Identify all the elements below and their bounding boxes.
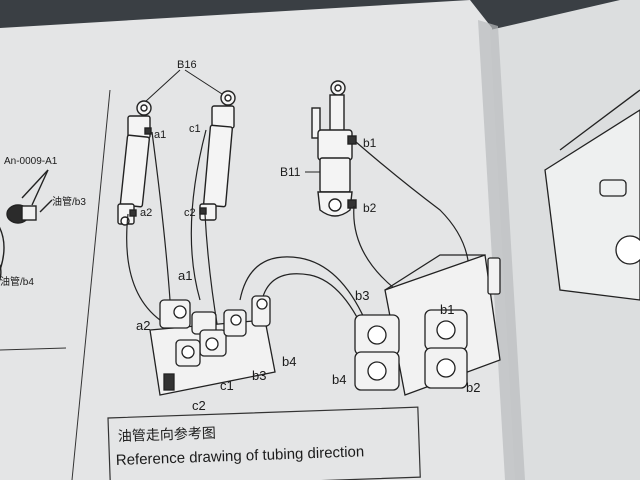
label-valve-c1: c1 [220,378,234,393]
label-valve-b4: b4 [282,354,296,369]
caption-box [107,406,421,480]
label-valve-a2: a2 [136,318,150,333]
label-cylinder-c1: c1 [189,123,201,135]
label-valve-b3: b3 [252,368,266,383]
spine-shadow [478,20,525,480]
cylinder-a [117,100,152,226]
caption-chinese: 油管走向参考图 [118,425,216,444]
cylinder-b [311,80,357,217]
label-cylinder-b1: b1 [363,136,377,150]
label-oil-pipe-b3: 油管/b3 [52,195,86,208]
label-cylinder-c2: c2 [184,207,196,219]
label-cylinder-a1: a1 [154,129,166,141]
left-box-bottom [0,347,67,351]
label-oil-pipe-b4: 油管/b4 [0,275,34,288]
b16-leaders [144,69,223,103]
label-block-b3: b3 [355,288,369,303]
left-partial-assembly [0,169,53,282]
label-cylinder-a2: a2 [140,207,152,219]
label-b11: B11 [280,165,301,179]
label-valve-a1: a1 [178,268,192,283]
left-page [0,0,520,480]
right-page-partial-drawing [544,89,640,301]
label-block-b4: b4 [332,372,346,387]
label-b16: B16 [177,59,197,71]
section-divider [71,89,111,480]
label-part-code: An-0009-A1 [4,156,58,167]
cylinder-c [199,90,236,221]
label-cylinder-b2: b2 [363,201,377,215]
label-valve-c2: c2 [192,398,206,413]
label-block-b1: b1 [440,302,454,317]
left-valve-block [149,295,276,396]
label-block-b2: b2 [466,380,480,395]
right-valve-block [354,254,501,396]
